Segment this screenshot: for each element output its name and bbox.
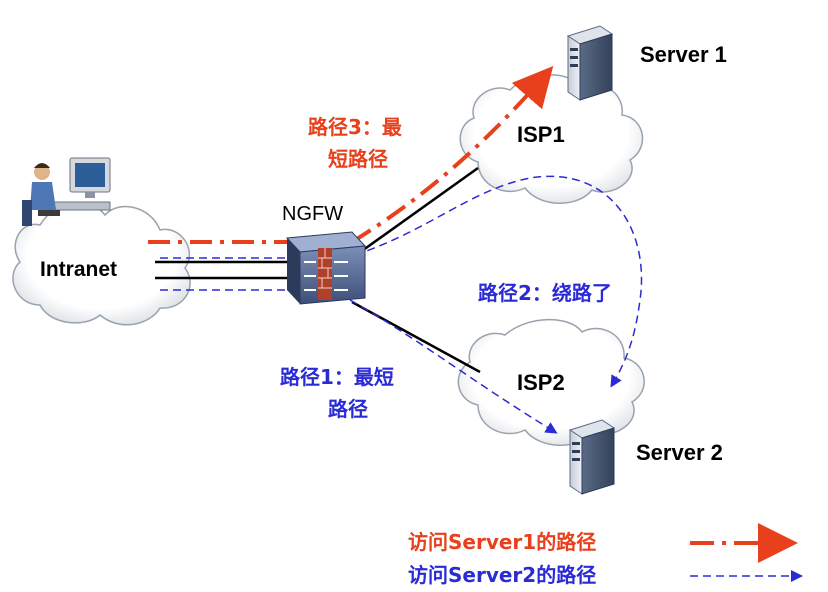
- link-ngfw-isp2: [351, 300, 481, 374]
- legend-server2-label: 访问Server2的路径: [408, 563, 596, 587]
- intranet-cloud: [12, 201, 191, 326]
- route-path1-shortest: [349, 299, 558, 434]
- isp2-label: ISP2: [517, 370, 565, 395]
- link-intranet-ngfw: [155, 260, 290, 280]
- isp1-label: ISP1: [517, 122, 565, 147]
- server1-label: Server 1: [640, 42, 727, 67]
- link-ngfw-isp1: [351, 166, 479, 260]
- path3-annotation-line2: 短路径: [328, 147, 388, 171]
- route-path2-detour: [354, 175, 643, 388]
- legend: 访问Server1的路径 访问Server2的路径: [408, 523, 803, 587]
- server2-icon: [568, 419, 616, 495]
- path2-annotation: 路径2：绕路了: [478, 281, 612, 305]
- user-workstation-icon: [22, 157, 111, 226]
- server1-icon: [566, 25, 614, 101]
- route-path3-shortest: [350, 65, 554, 244]
- ngfw-firewall-icon: [285, 231, 367, 305]
- legend-server1-label: 访问Server1的路径: [408, 530, 596, 554]
- ngfw-label: NGFW: [282, 203, 343, 225]
- intranet-label: Intranet: [40, 258, 117, 281]
- route-server2: [160, 175, 643, 434]
- server2-label: Server 2: [636, 440, 723, 465]
- path3-annotation-line1: 路径3：最: [308, 115, 403, 139]
- path1-annotation-line1: 路径1：最短: [280, 365, 394, 389]
- path1-annotation-line2: 路径: [328, 397, 368, 421]
